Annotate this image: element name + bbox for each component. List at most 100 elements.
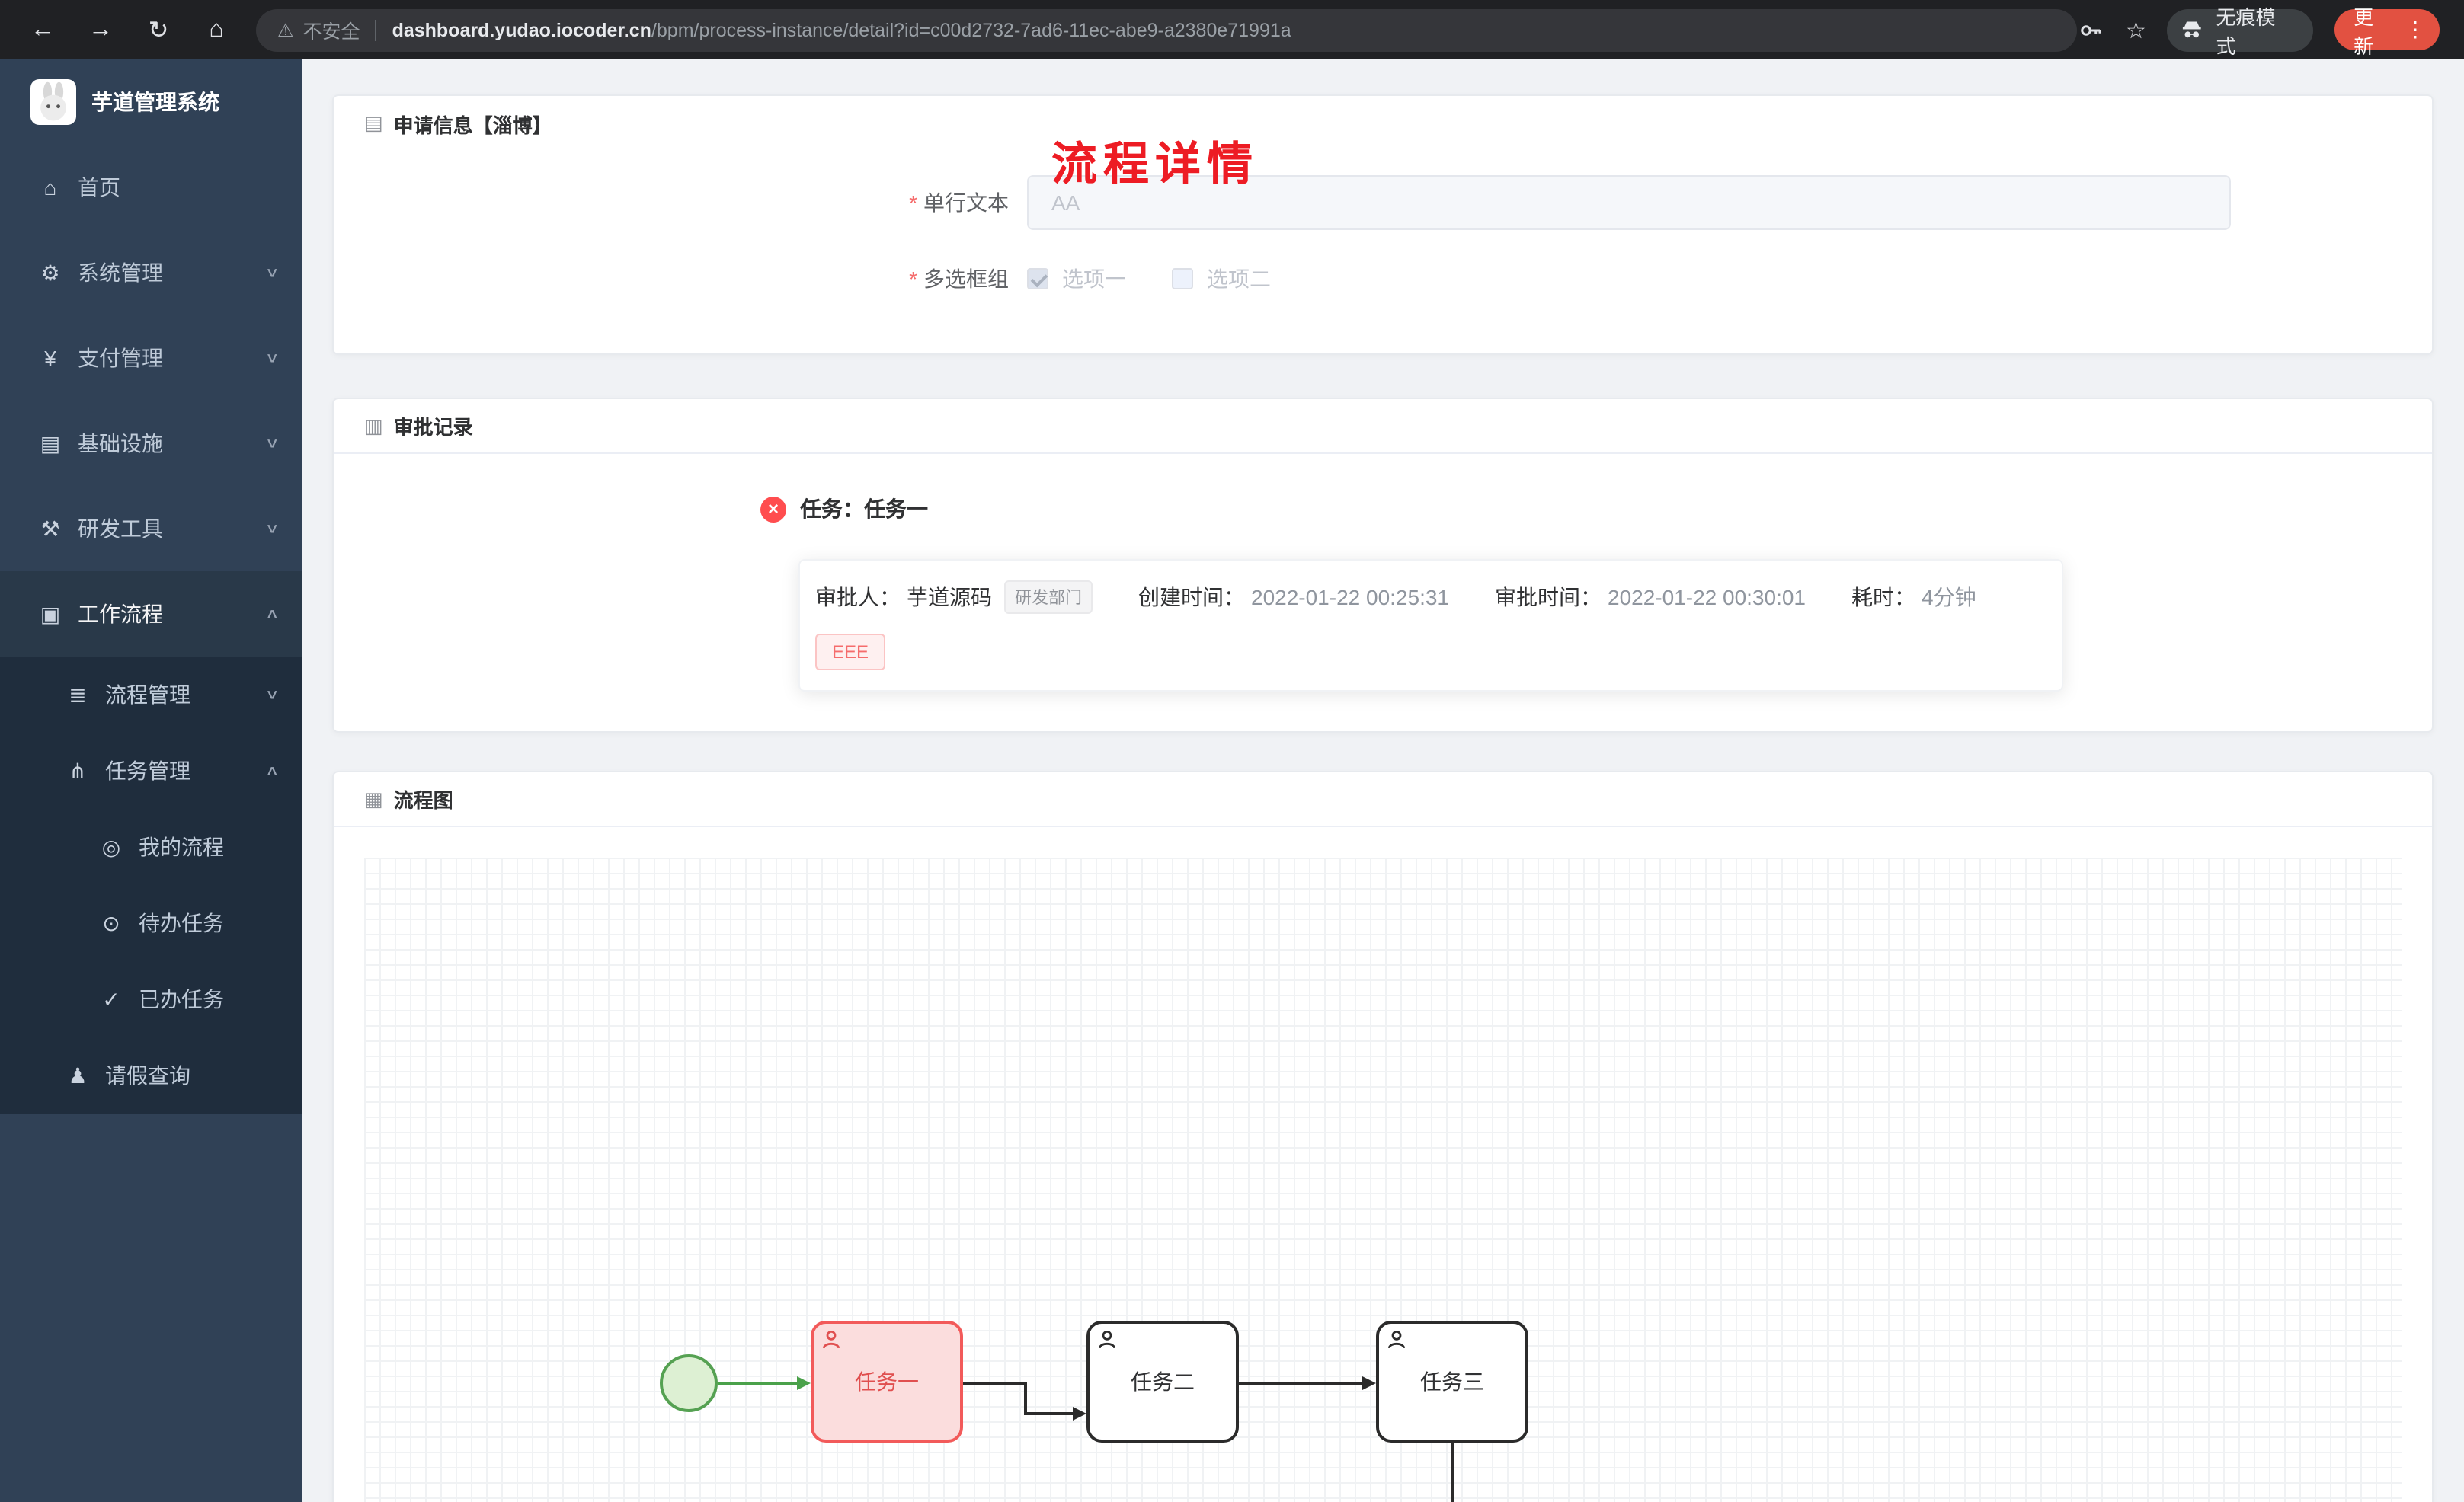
user-task-icon — [1388, 1330, 1405, 1349]
sidebar-item-label: 基础设施 — [78, 431, 163, 455]
checkbox-group-label: 多选框组 — [334, 264, 1027, 294]
reload-icon[interactable]: ↻ — [148, 18, 169, 43]
url-domain: dashboard.yudao.iocoder.cn — [392, 19, 651, 40]
incognito-icon — [2183, 21, 2202, 38]
tools-icon: ⚒ — [40, 516, 60, 540]
checkbox-unchecked-icon — [1172, 268, 1193, 289]
checkbox-option-label: 选项一 — [1062, 267, 1126, 291]
process-diagram-card: ▦ 流程图 — [332, 771, 2434, 1502]
single-line-input[interactable] — [1027, 175, 2231, 230]
approval-detail-row: 审批人： 芋道源码 研发部门 创建时间： 2022-01-22 00:25:31… — [815, 580, 2046, 614]
address-bar[interactable]: ⚠ 不安全 dashboard.yudao.iocoder.cn /bpm/pr… — [256, 8, 2077, 51]
sidebar: 芋道管理系统 ⌂ 首页 ⚙ 系统管理 ∨ ¥ 支付管理 ∨ ▤ 基础设施 ∨ — [0, 59, 302, 1502]
diagram-icon: ▦ — [364, 787, 383, 810]
dashboard-icon: ⌂ — [43, 175, 57, 200]
sidebar-item-task-management[interactable]: ⋔ 任务管理 ∧ — [0, 733, 302, 809]
bpmn-task-label: 任务三 — [1420, 1369, 1484, 1394]
sidebar-item-payment[interactable]: ¥ 支付管理 ∨ — [0, 315, 302, 401]
duration-value: 4分钟 — [1922, 585, 1976, 609]
sidebar-item-label: 任务管理 — [105, 759, 190, 783]
person-icon: ♟ — [68, 1063, 88, 1087]
sidebar-item-label: 请假查询 — [105, 1063, 190, 1088]
sidebar-item-my-process[interactable]: ◎ 我的流程 — [0, 809, 302, 885]
approval-records-card: ▥ 审批记录 × 任务：任务一 审批人： 芋道源码 研发部门 — [332, 398, 2434, 733]
browser-actions: ☆ 无痕模式 更新 ⋮ — [2077, 5, 2440, 57]
sidebar-item-workflow[interactable]: ▣ 工作流程 ∧ — [0, 571, 302, 657]
document-icon: ▤ — [364, 111, 383, 134]
forward-icon[interactable]: → — [88, 16, 113, 42]
chevron-down-icon: ∨ — [264, 265, 280, 280]
sidebar-item-home[interactable]: ⌂ 首页 — [0, 145, 302, 230]
user-task-icon — [1099, 1330, 1115, 1349]
record-icon: ▥ — [364, 414, 383, 436]
sidebar-item-infrastructure[interactable]: ▤ 基础设施 ∨ — [0, 401, 302, 486]
sidebar-item-done-tasks[interactable]: ✓ 已办任务 — [0, 961, 302, 1037]
eye-icon: ⊙ — [102, 910, 120, 935]
url-path: /bpm/process-instance/detail?id=c00d2732… — [651, 19, 1291, 40]
approval-records-header: ▥ 审批记录 — [334, 399, 2432, 454]
sidebar-item-label: 工作流程 — [78, 602, 163, 626]
app-window: 芋道管理系统 ⌂ 首页 ⚙ 系统管理 ∨ ¥ 支付管理 ∨ ▤ 基础设施 ∨ — [0, 59, 2464, 1502]
monitor-icon: ▤ — [40, 430, 61, 455]
bpmn-start-event[interactable] — [660, 1354, 718, 1412]
sidebar-item-label: 已办任务 — [139, 987, 224, 1011]
bpmn-edges — [718, 1376, 1454, 1502]
app-logo: 芋道管理系统 — [0, 59, 302, 145]
process-diagram-header: ▦ 流程图 — [334, 772, 2432, 827]
duration-label: 耗时： — [1851, 585, 1915, 609]
create-time-label: 创建时间： — [1138, 585, 1245, 609]
gear-icon: ⚙ — [40, 260, 60, 284]
incognito-badge: 无痕模式 — [2167, 5, 2313, 57]
approver-label: 审批人： — [815, 585, 901, 609]
update-button[interactable]: 更新 ⋮ — [2334, 5, 2440, 57]
star-icon[interactable]: ☆ — [2126, 18, 2146, 43]
back-icon[interactable]: ← — [30, 16, 55, 42]
security-warning-icon[interactable]: ⚠ — [277, 19, 294, 40]
sidebar-item-label: 待办任务 — [139, 911, 224, 935]
bpmn-task-label: 任务二 — [1131, 1369, 1195, 1394]
bpmn-canvas[interactable]: 任务一 任务二 任务三 — [364, 858, 2402, 1502]
approval-comment-row: EEE — [815, 634, 2046, 670]
approval-timeline: × 任务：任务一 审批人： 芋道源码 研发部门 创建时间： — [334, 454, 2432, 692]
sidebar-item-label: 系统管理 — [78, 260, 163, 285]
update-label: 更新 — [2354, 5, 2374, 57]
sidebar-item-label: 我的流程 — [139, 835, 224, 859]
bpmn-task-2[interactable]: 任务二 — [1086, 1321, 1239, 1443]
checkbox-option-label: 选项二 — [1207, 267, 1271, 291]
address-divider — [375, 19, 377, 40]
sidebar-item-system[interactable]: ⚙ 系统管理 ∨ — [0, 230, 302, 315]
list-icon: ≣ — [69, 682, 87, 706]
checkbox-option-1[interactable]: 选项一 — [1027, 264, 1126, 294]
home-icon[interactable]: ⌂ — [209, 16, 224, 42]
sidebar-item-leave-query[interactable]: ♟ 请假查询 — [0, 1037, 302, 1114]
app-title: 芋道管理系统 — [91, 90, 219, 114]
briefcase-icon: ▣ — [40, 601, 61, 625]
chevron-down-icon: ∨ — [264, 350, 280, 366]
approve-time-label: 审批时间： — [1495, 585, 1602, 609]
sidebar-item-process-management[interactable]: ≣ 流程管理 ∨ — [0, 657, 302, 733]
bpmn-task-1[interactable]: 任务一 — [811, 1321, 963, 1443]
checkbox-option-2[interactable]: 选项二 — [1172, 264, 1271, 294]
user-task-icon — [823, 1330, 840, 1349]
browser-nav-group: ← → ↻ ⌂ — [27, 14, 232, 45]
rabbit-avatar — [30, 79, 76, 125]
browser-menu-icon[interactable]: ⋮ — [2405, 17, 2426, 41]
bpmn-task-3[interactable]: 任务三 — [1376, 1321, 1528, 1443]
checkbox-group: 选项一 选项二 — [1027, 264, 1271, 294]
checkbox-checked-icon — [1027, 268, 1048, 289]
key-icon[interactable] — [2077, 16, 2104, 43]
duration-field: 耗时： 4分钟 — [1851, 582, 1976, 612]
task-title: 任务：任务一 — [800, 497, 928, 521]
chevron-up-icon: ∧ — [264, 763, 280, 778]
yen-icon: ¥ — [44, 346, 56, 370]
browser-toolbar: ← → ↻ ⌂ ⚠ 不安全 dashboard.yudao.iocoder.cn… — [0, 0, 2464, 59]
chevron-down-icon: ∨ — [264, 521, 280, 536]
sidebar-item-label: 首页 — [78, 175, 120, 200]
sidebar-item-todo-tasks[interactable]: ⊙ 待办任务 — [0, 885, 302, 961]
sidebar-item-devtools[interactable]: ⚒ 研发工具 ∨ — [0, 486, 302, 571]
application-info-title: 申请信息【淄博】 — [393, 113, 552, 136]
application-info-card: ▤ 申请信息【淄博】 单行文本 多选框组 选项一 — [332, 94, 2434, 355]
approver-field: 审批人： 芋道源码 研发部门 — [815, 580, 1093, 614]
form-row-checkbox-group: 多选框组 选项一 选项二 — [334, 264, 2432, 294]
